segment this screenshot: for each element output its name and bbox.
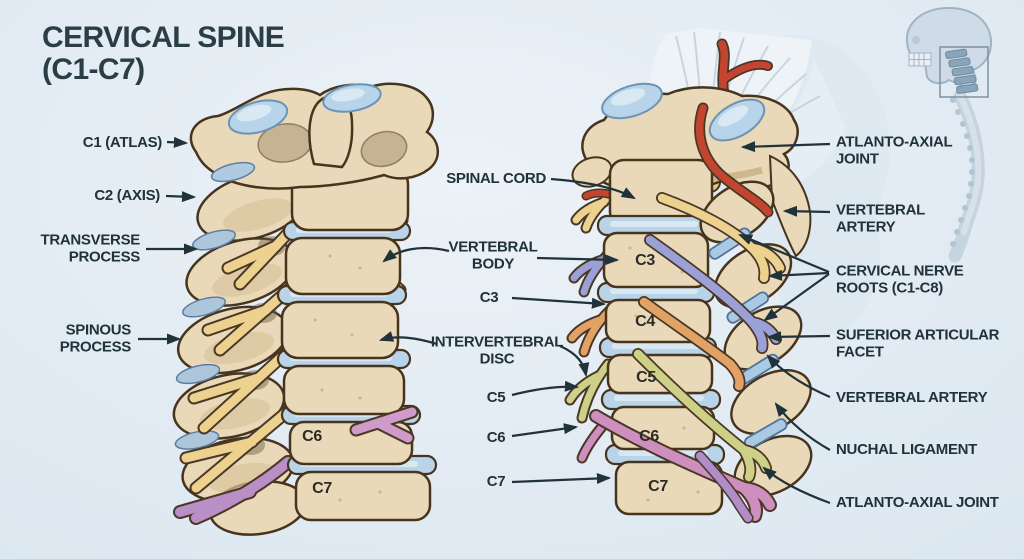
bone-label-lateral-c7: C7	[312, 480, 332, 497]
label-vertebral-artery-top: VERTEBRAL ARTERY	[836, 201, 925, 235]
bone-label-posterior-c4: C4	[635, 313, 655, 330]
label-spinous-process: SPINOUS PROCESS	[59, 321, 132, 355]
label-atlanto-axial-joint-bottom: ATLANTO-AXIAL JOINT	[836, 493, 999, 511]
leader-c2-axis	[165, 191, 197, 203]
leader-vertebral-artery-top	[782, 205, 831, 217]
label-c7: C7	[486, 472, 506, 490]
leader-cervical-nerve-roots-2	[767, 269, 830, 281]
leader-intervertebral-disc-left	[378, 331, 438, 346]
cervical-spine-lateral-illustration	[172, 82, 439, 536]
leader-vertebral-body-left	[382, 246, 450, 263]
label-c6: C6	[486, 428, 506, 446]
label-spinal-cord: SPINAL CORD	[446, 169, 546, 187]
page-title: CERVICAL SPINE (C1-C7)	[42, 21, 285, 86]
bone-label-posterior-c6: C6	[639, 428, 659, 445]
leader-cervical-nerve-roots-1	[737, 233, 830, 274]
leader-c1-atlas	[166, 136, 189, 148]
label-nuchal-ligament: NUCHAL LIGAMENT	[836, 440, 978, 458]
leader-c3	[511, 296, 607, 309]
leader-c5	[511, 380, 580, 397]
bone-label-lateral-c6: C6	[302, 428, 322, 445]
label-vertebral-body: VERTEBRAL BODY	[448, 238, 538, 272]
leader-spinal-cord	[550, 177, 636, 200]
highlighted-cervical-segment	[945, 48, 979, 94]
atlas-c1	[189, 82, 439, 190]
leader-atlanto-axial-joint-bottom	[762, 466, 831, 505]
leader-lines	[138, 136, 831, 505]
inset-focus-box	[939, 46, 989, 98]
body-position-inset	[905, 6, 993, 263]
leader-nuchal-ligament	[774, 402, 831, 451]
nerve-stubs-left	[564, 186, 621, 464]
leader-superior-articular-facet	[766, 331, 831, 343]
label-atlanto-axial-joint-top: ATLANTO-AXIAL JOINT	[836, 133, 953, 167]
facet-joint-surfaces	[174, 229, 237, 450]
cervical-spine-posterior-illustration	[564, 28, 890, 524]
label-vertebral-artery-bottom: VERTEBRAL ARTERY	[836, 388, 988, 406]
leader-cervical-nerve-roots-3	[763, 273, 830, 322]
leader-vertebral-artery-bottom	[766, 354, 831, 399]
leader-c7	[511, 473, 612, 484]
bone-label-posterior-c7: C7	[648, 478, 668, 495]
label-c5: C5	[486, 388, 506, 406]
label-intervertebral-disc: INTERVERTEBRAL DISC	[430, 333, 564, 367]
leader-atlanto-axial-joint-top	[740, 141, 831, 153]
leader-c6	[511, 423, 579, 438]
leader-intervertebral-disc-right	[559, 344, 590, 378]
vertebral-artery-illustration	[694, 102, 774, 218]
bone-label-posterior-c3: C3	[635, 252, 655, 269]
label-c3: C3	[479, 288, 499, 306]
label-transverse-process: TRANSVERSE PROCESS	[40, 231, 140, 265]
leader-vertebral-body-right	[536, 254, 620, 266]
label-cervical-nerve-roots: CERVICAL NERVE ROOTS (C1-C8)	[836, 262, 964, 296]
bone-label-posterior-c5: C5	[636, 369, 656, 386]
label-c2-axis: C2 (AXIS)	[94, 186, 160, 204]
label-superior-articular-facet: SUFERIOR ARTICULAR FACET	[836, 326, 1000, 360]
label-c1-atlas: C1 (ATLAS)	[82, 133, 163, 151]
